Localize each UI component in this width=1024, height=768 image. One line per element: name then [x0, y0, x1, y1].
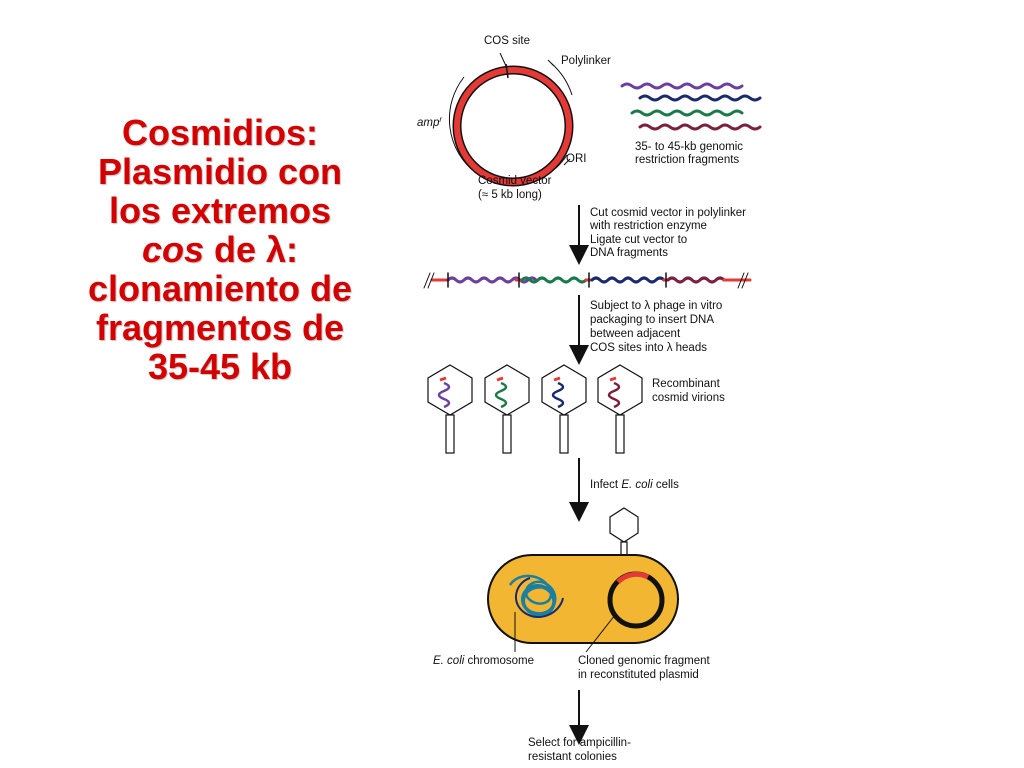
- infect-label: Infect E. coli cells: [590, 479, 679, 491]
- fragments-label-1: 35- to 45-kb genomic: [635, 141, 743, 153]
- select-label-2: resistant colonies: [528, 751, 617, 763]
- virions-label-1: Recombinant: [652, 378, 721, 390]
- title-cos: cos: [141, 229, 204, 270]
- ecoli-chromosome-label: E. coli chromosome: [433, 655, 534, 667]
- step1-line-2: with restriction enzyme: [589, 220, 707, 232]
- fragment-purple: [620, 82, 744, 90]
- step2-line-4: COS sites into λ heads: [590, 342, 707, 354]
- title-line-6: fragmentos de: [95, 307, 345, 348]
- ori-label: ORI: [566, 153, 586, 165]
- fragments-label-2: restriction fragments: [635, 154, 739, 166]
- concatemer: [423, 272, 752, 289]
- virion-4: [597, 364, 643, 454]
- step1-line-4: DNA fragments: [590, 247, 668, 259]
- title-colon: :: [286, 229, 299, 270]
- ecoli-cell: [487, 554, 679, 644]
- step2-line-1: Subject to λ phage in vitro: [590, 300, 722, 312]
- fragment-green: [630, 109, 744, 117]
- slide-title: Cosmidios: Plasmidio con los extremos co…: [50, 113, 390, 386]
- cos-site-label: COS site: [484, 35, 530, 47]
- ampr-label: ampr: [417, 115, 442, 129]
- step1-line-3: Ligate cut vector to: [590, 234, 687, 246]
- genomic-fragments: [620, 82, 762, 131]
- ecoli-chromosome: [508, 574, 557, 617]
- step1-line-1: Cut cosmid vector in polylinker: [590, 207, 746, 219]
- cloned-label-2: in reconstituted plasmid: [578, 669, 699, 681]
- polylinker-label: Polylinker: [561, 55, 611, 67]
- title-line-4: cos de λ:: [50, 230, 390, 269]
- infecting-phage: [609, 507, 639, 565]
- cosmid-vector-label: Cosmid vector: [478, 175, 552, 187]
- step2-line-3: between adjacent: [590, 328, 681, 340]
- cosmid-vector: COS site Polylinker ampr ORI Cosmid vect…: [417, 35, 611, 201]
- ori-bracket: [555, 154, 568, 169]
- title-de: de: [204, 229, 267, 270]
- cos-site-pointer: [499, 52, 507, 67]
- title-lambda: λ: [266, 229, 287, 270]
- virion-1: [427, 364, 473, 454]
- title-line-2: Plasmidio con: [97, 151, 343, 192]
- title-line-1: Cosmidios:: [121, 112, 318, 153]
- title-line-7: 35-45 kb: [147, 346, 293, 387]
- ampr-bracket: [448, 76, 477, 174]
- virion-2: [484, 364, 530, 454]
- cos-site-mark: [505, 63, 509, 79]
- virions-label-2: cosmid virions: [652, 392, 725, 404]
- title-line-3: los extremos: [108, 190, 332, 231]
- fragment-navy: [638, 94, 762, 102]
- title-line-5: clonamiento de: [87, 268, 353, 309]
- virion-3: [541, 364, 587, 454]
- cloned-label-1: Cloned genomic fragment: [578, 655, 710, 667]
- fragment-maroon: [638, 123, 762, 131]
- select-label-1: Select for ampicillin-: [528, 737, 631, 749]
- cosmid-size-label: (≈ 5 kb long): [478, 189, 542, 201]
- step2-line-2: packaging to insert DNA: [590, 314, 714, 326]
